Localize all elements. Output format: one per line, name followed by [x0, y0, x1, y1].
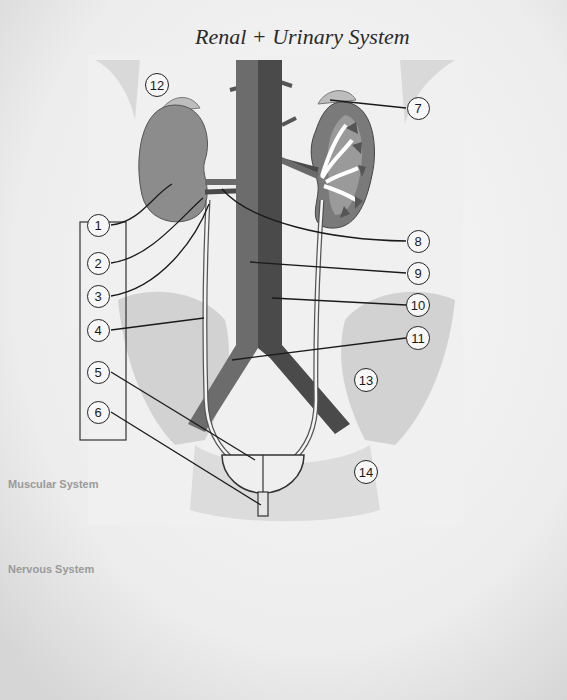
callout-number: 1 — [94, 219, 101, 232]
callout-number: 9 — [414, 267, 421, 280]
ureter — [290, 200, 322, 462]
callout-circle: 3 — [87, 285, 110, 308]
leader-line — [272, 298, 406, 305]
rib-shadow — [400, 60, 455, 125]
ureter — [205, 200, 236, 462]
callout-circle: 6 — [87, 401, 110, 424]
callout-circle: 14 — [354, 460, 378, 484]
callout-number: 4 — [94, 324, 101, 337]
callout-circle: 9 — [407, 262, 430, 285]
callout-number: 2 — [94, 257, 101, 270]
callout-circle: 4 — [87, 319, 110, 342]
callout-number: 13 — [359, 374, 373, 387]
callout-number: 10 — [411, 299, 425, 312]
vena-cava — [188, 60, 258, 432]
renal-vein — [205, 179, 240, 185]
leader-lines — [111, 100, 406, 505]
bracket — [80, 222, 126, 440]
pelvis-wing — [118, 292, 229, 445]
callout-circle: 7 — [407, 97, 430, 120]
callout-number: 11 — [411, 332, 425, 345]
urinary-bladder — [222, 455, 304, 493]
pelvis-floor — [190, 445, 380, 521]
faint-heading: Nervous System — [8, 563, 94, 575]
callout-number: 12 — [150, 79, 164, 92]
ureter — [290, 200, 322, 462]
faint-heading: Muscular System — [8, 478, 98, 490]
callout-number: 14 — [359, 466, 373, 479]
leader-line — [111, 318, 204, 330]
callout-circle: 5 — [87, 361, 110, 384]
callout-circle: 1 — [87, 214, 110, 237]
ureter — [205, 200, 236, 462]
leader-line — [250, 262, 406, 273]
leader-line — [232, 338, 406, 360]
callout-circle: 10 — [406, 293, 430, 317]
callout-number: 7 — [414, 102, 421, 115]
callout-circle: 13 — [354, 368, 378, 392]
callout-circle: 2 — [87, 252, 110, 275]
callout-number: 8 — [414, 235, 421, 248]
rib-shadow — [95, 60, 140, 120]
figure-ground — [88, 55, 463, 525]
bladder-line — [262, 455, 263, 492]
callout-number: 3 — [94, 290, 101, 303]
leader-line — [111, 204, 209, 296]
page-title: Renal + Urinary System — [195, 24, 410, 50]
renal-pyramid — [340, 122, 366, 218]
leader-line — [111, 184, 172, 225]
renal-pelvis — [322, 125, 358, 200]
callout-circle: 8 — [407, 230, 430, 253]
callout-number: 5 — [94, 366, 101, 379]
callout-number: 6 — [94, 406, 101, 419]
aorta — [258, 60, 350, 434]
callout-circle: 12 — [145, 73, 169, 97]
leader-line — [111, 198, 203, 263]
leader-line — [222, 189, 406, 241]
callout-circle: 11 — [406, 326, 430, 350]
leader-line — [111, 372, 255, 460]
leader-line — [111, 412, 261, 505]
pelvis-wing — [341, 292, 455, 445]
leader-line — [330, 100, 406, 108]
